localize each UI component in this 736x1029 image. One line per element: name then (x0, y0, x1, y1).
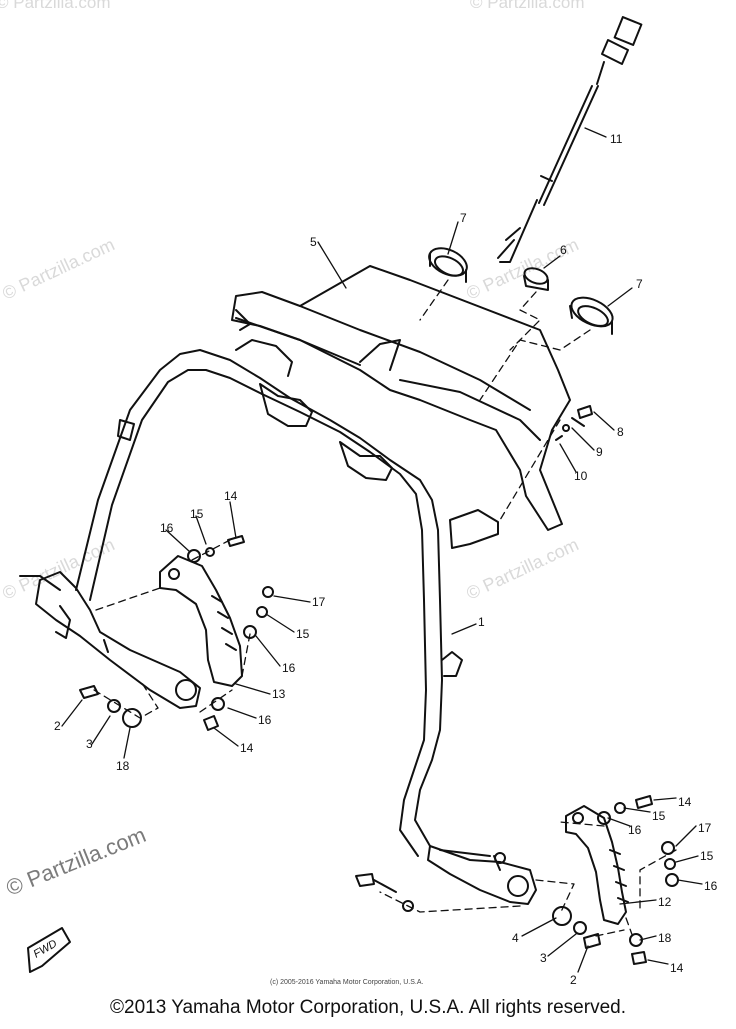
assembly-lines-left (93, 539, 251, 719)
small-copyright: (c) 2005-2016 Yamaha Motor Corporation, … (270, 979, 423, 986)
callout-15: 15 (190, 507, 204, 521)
hardware-left (79, 535, 274, 731)
watermark-main: © Partzilla.com (3, 822, 150, 901)
callout-17: 17 (312, 595, 326, 609)
callout-7: 7 (460, 211, 467, 225)
callout-11: 11 (610, 132, 623, 146)
callout-14: 14 (670, 961, 684, 975)
callout-18: 18 (658, 931, 672, 945)
callout-labels: 11 7 5 6 7 8 9 10 14 15 16 17 15 16 1 13… (54, 132, 718, 987)
callout-13: 13 (272, 687, 286, 701)
part-7-grommet-right (569, 296, 614, 335)
watermark: © Partzilla.com (0, 0, 111, 12)
callout-16: 16 (282, 661, 296, 675)
right-mount (427, 845, 537, 905)
callout-12: 12 (658, 895, 672, 909)
callout-15: 15 (296, 627, 310, 641)
part-5-cover (231, 265, 571, 531)
callout-17: 17 (698, 821, 712, 835)
left-mount (19, 571, 201, 709)
part-7-grommet-left (428, 247, 468, 283)
callout-2: 2 (570, 973, 577, 987)
callout-5: 5 (310, 235, 317, 249)
callout-16: 16 (258, 713, 272, 727)
callout-14: 14 (224, 489, 238, 503)
part-6-plug (523, 267, 549, 291)
callout-4: 4 (512, 931, 519, 945)
drawing-lines (19, 16, 703, 973)
watermark: © Partzilla.com (463, 534, 581, 603)
callout-7: 7 (636, 277, 643, 291)
parts-8-9-10 (555, 405, 593, 441)
leader-lines (61, 127, 703, 973)
callout-6: 6 (560, 243, 567, 257)
callout-14: 14 (678, 795, 692, 809)
callout-9: 9 (596, 445, 603, 459)
callout-10: 10 (574, 469, 588, 483)
callout-3: 3 (540, 951, 547, 965)
callout-3: 3 (86, 737, 93, 751)
watermark: © Partzilla.com (0, 234, 118, 303)
watermark: © Partzilla.com (470, 0, 585, 12)
part-11-cable (497, 16, 643, 263)
callout-16: 16 (160, 521, 174, 535)
callout-1: 1 (478, 615, 485, 629)
callout-16: 16 (704, 879, 718, 893)
callout-15: 15 (700, 849, 714, 863)
copyright-notice: ©2013 Yamaha Motor Corporation, U.S.A. A… (110, 997, 626, 1018)
watermark-group: © Partzilla.com © Partzilla.com © Partzi… (0, 0, 585, 604)
assembly-lines-right (379, 821, 677, 941)
callout-16: 16 (628, 823, 642, 837)
fwd-label: FWD (32, 938, 60, 961)
callout-15: 15 (652, 809, 666, 823)
part-1-frame (75, 339, 499, 857)
callout-2: 2 (54, 719, 61, 733)
part-13-bracket (159, 555, 243, 687)
callout-14: 14 (240, 741, 254, 755)
callout-8: 8 (617, 425, 624, 439)
callout-18: 18 (116, 759, 130, 773)
fwd-arrow (27, 927, 71, 973)
watermark: © Partzilla.com (0, 534, 118, 603)
